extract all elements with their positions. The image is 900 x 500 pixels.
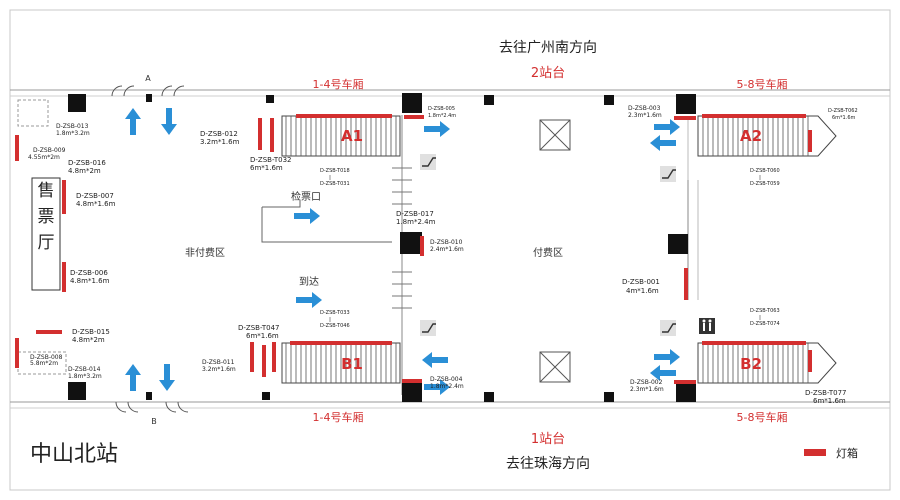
sign-004-id: D-ZSB-004 — [430, 376, 463, 383]
sign-015-size: 4.8m*2m — [72, 336, 105, 344]
page-frame — [9, 9, 891, 491]
stair-b2-label: B2 — [740, 355, 762, 373]
sign-t077-size: 6m*1.6m — [813, 397, 846, 405]
stair-a1: A1 — [281, 114, 401, 157]
sign-012-id: D-ZSB-012 — [200, 130, 238, 138]
sign-003-size: 2.3m*1.6m — [628, 112, 662, 119]
sign-009-id: D-ZSB-009 — [33, 147, 66, 154]
sign-008-size: 5.8m*2m — [30, 360, 58, 367]
sign-t059-id: D-ZSB-T059 — [750, 181, 780, 187]
sign-006-id: D-ZSB-006 — [70, 269, 108, 277]
sign-005-id: D-ZSB-005 — [428, 106, 455, 112]
top-left-car-label: 1-4号车厢 — [313, 77, 364, 91]
bottom-right-car-label: 5-8号车厢 — [737, 410, 788, 424]
ticket-hall-char-2: 票 — [38, 207, 55, 227]
sign-t077-id: D-ZSB-T077 — [805, 389, 846, 397]
sign-005-size: 1.8m*2.4m — [428, 113, 456, 119]
sign-002-size: 2.3m*1.6m — [630, 386, 664, 393]
top-right-car-label: 5-8号车厢 — [737, 77, 788, 91]
top-platform-label: 2站台 — [531, 66, 565, 81]
sign-001-size: 4m*1.6m — [626, 287, 659, 295]
sign-t074-id: D-ZSB-T074 — [750, 321, 780, 327]
sign-010-id: D-ZSB-010 — [430, 239, 463, 246]
sign-006-size: 4.8m*1.6m — [70, 277, 110, 285]
bottom-left-car-label: 1-4号车厢 — [313, 410, 364, 424]
escalator-icon — [420, 320, 436, 336]
exit-b-doors — [115, 401, 189, 413]
pillars — [68, 93, 696, 402]
sign-t033-id: D-ZSB-T033 — [320, 310, 350, 316]
sign-002-id: D-ZSB-002 — [630, 379, 663, 386]
escalator-icon — [660, 320, 676, 336]
sign-t047-id: D-ZSB-T047 — [238, 324, 279, 332]
sign-011-size: 3.2m*1.6m — [202, 366, 236, 373]
sign-017-size: 1.8m*2.4m — [396, 218, 436, 226]
escalator-icon — [660, 166, 676, 182]
unpaid-area-label: 非付费区 — [185, 246, 225, 259]
sign-010-size: 2.4m*1.6m — [430, 246, 464, 253]
stair-b1-label: B1 — [341, 355, 363, 373]
sign-t047-size: 6m*1.6m — [246, 332, 279, 340]
ticket-hall-char-3: 厅 — [38, 233, 55, 253]
arrival-label: 到达 — [299, 276, 319, 288]
sign-011-id: D-ZSB-011 — [202, 359, 235, 366]
void-top — [539, 119, 571, 151]
bottom-direction-label: 去往珠海方向 — [506, 456, 590, 472]
escalator-icon — [420, 154, 436, 170]
sign-009-size: 4.55m*2m — [28, 154, 60, 161]
exit-b-label: B — [151, 417, 157, 426]
turnstiles — [392, 167, 412, 309]
sign-t063-id: D-ZSB-T063 — [750, 308, 780, 314]
sign-016-id: D-ZSB-016 — [68, 159, 106, 167]
sign-016-size: 4.8m*2m — [68, 167, 101, 175]
station-name: 中山北站 — [30, 442, 118, 467]
sign-007-size: 4.8m*1.6m — [76, 200, 116, 208]
sign-013-id: D-ZSB-013 — [56, 123, 89, 130]
stair-a1-label: A1 — [341, 127, 363, 145]
sign-014-size: 1.8m*3.2m — [68, 373, 102, 380]
sign-003-id: D-ZSB-003 — [628, 105, 661, 112]
sign-t032-size: 6m*1.6m — [250, 164, 283, 172]
light-boxes — [15, 115, 812, 384]
stair-a2-label: A2 — [740, 127, 762, 145]
stair-a2: A2 — [697, 114, 837, 157]
top-direction-label: 去往广州南方向 — [499, 40, 597, 56]
exit-a-doors — [111, 85, 185, 97]
checkpoint-label: 检票口 — [291, 190, 321, 203]
sign-t062-size: 6m*1.6m — [832, 115, 856, 121]
bottom-platform-label: 1站台 — [531, 432, 565, 447]
sign-001-id: D-ZSB-001 — [622, 278, 660, 286]
sign-015-id: D-ZSB-015 — [72, 328, 110, 336]
stair-b2: B2 — [697, 341, 837, 384]
sign-004-size: 1.8m*2.4m — [430, 383, 464, 390]
void-bottom — [539, 351, 571, 383]
sign-t032-id: D-ZSB-T032 — [250, 156, 291, 164]
sign-017-id: D-ZSB-017 — [396, 210, 434, 218]
sign-007-id: D-ZSB-007 — [76, 192, 114, 200]
sign-t018-id: D-ZSB-T018 — [320, 168, 350, 174]
exit-a-label: A — [145, 74, 151, 83]
sign-012-size: 3.2m*1.6m — [200, 138, 240, 146]
sign-014-id: D-ZSB-014 — [68, 366, 101, 373]
sign-t060-id: D-ZSB-T060 — [750, 168, 780, 174]
paid-area-label: 付费区 — [533, 246, 563, 259]
sign-t031-id: D-ZSB-T031 — [320, 181, 350, 187]
restroom-icon — [699, 318, 715, 334]
sign-t046-id: D-ZSB-T046 — [320, 323, 350, 329]
sign-013-size: 1.8m*3.2m — [56, 130, 90, 137]
sign-t062-id: D-ZSB-T062 — [828, 108, 858, 114]
direction-arrows — [125, 108, 680, 395]
stair-b1: B1 — [281, 341, 401, 384]
ticket-hall-char-1: 售 — [38, 181, 55, 201]
legend-swatch — [804, 449, 826, 456]
legend-label: 灯箱 — [836, 446, 858, 460]
sign-008-id: D-ZSB-008 — [30, 354, 63, 361]
ticket-hall — [31, 177, 61, 291]
